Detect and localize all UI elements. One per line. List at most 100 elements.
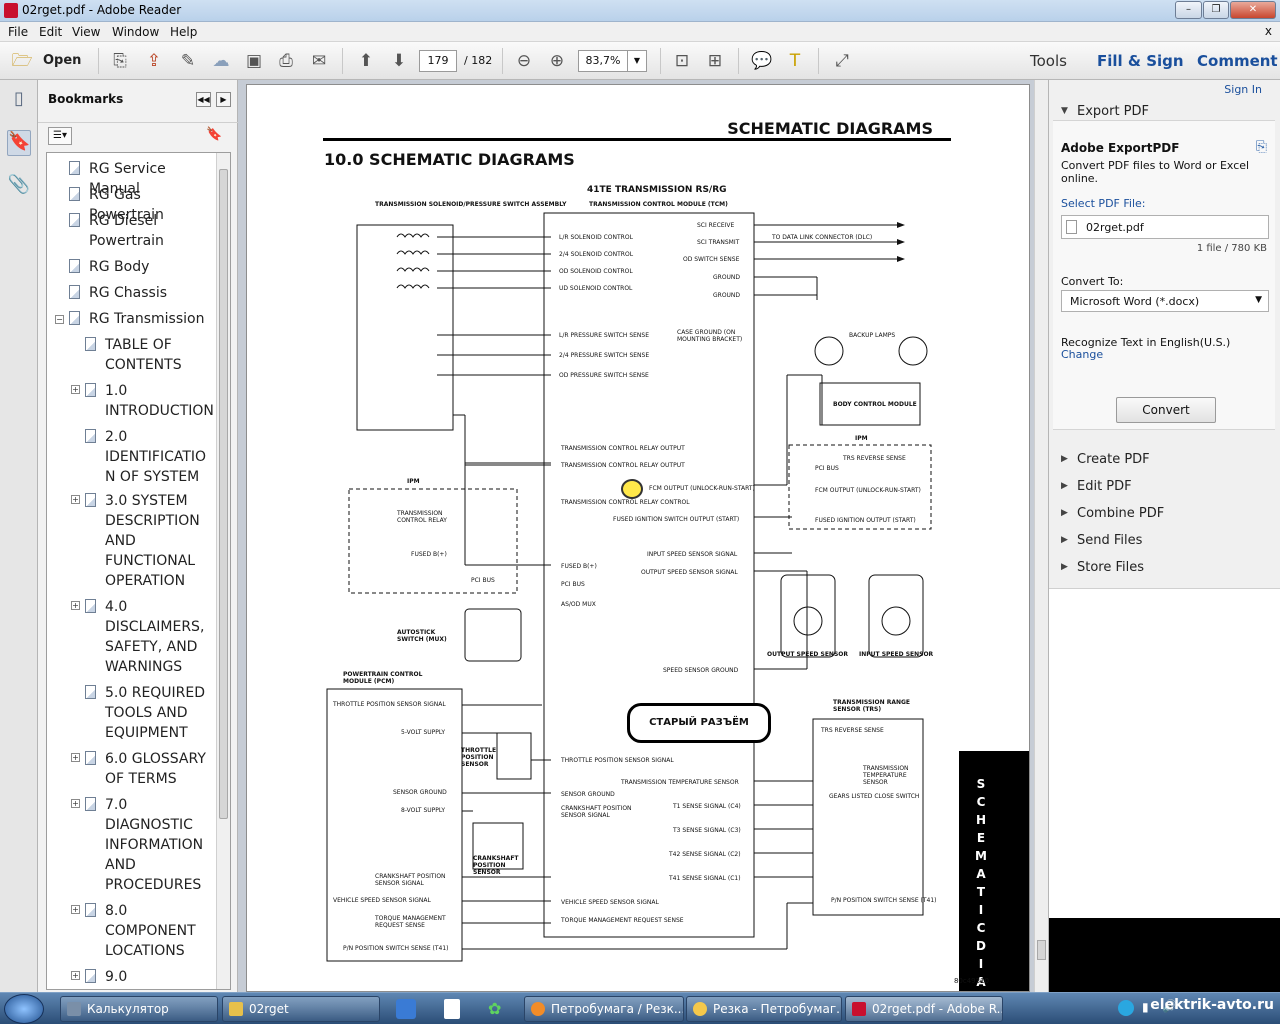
tools-pane-button[interactable]: Tools	[1030, 52, 1067, 70]
menu-window[interactable]: Window	[112, 25, 160, 39]
open-folder-icon[interactable]: 🗁	[11, 51, 33, 71]
convert-button[interactable]: Convert	[1116, 397, 1216, 423]
page-thumbnails-icon[interactable]: ▯	[14, 88, 24, 109]
taskbar-item-browser-1[interactable]: Петробумага / Резк...	[524, 996, 684, 1022]
schematic-label: 2/4 SOLENOID CONTROL	[559, 251, 634, 258]
bookmarks-scroll-thumb[interactable]	[219, 169, 228, 819]
sign-in-link[interactable]: Sign In	[1224, 83, 1262, 96]
schematic-label: TO DATA LINK CONNECTOR (DLC)	[772, 234, 873, 241]
expand-node-icon[interactable]: +	[71, 799, 80, 808]
close-button[interactable]: ✕	[1230, 1, 1276, 19]
expand-bookmark-icon[interactable]: 🔖	[206, 127, 223, 142]
bookmark-item[interactable]: 2.0 IDENTIFICATIO N OF SYSTEM	[105, 429, 207, 485]
menu-edit[interactable]: Edit	[39, 25, 63, 39]
bookmark-item[interactable]: 1.0 INTRODUCTION	[105, 383, 214, 419]
bookmark-item[interactable]: RG Chassis	[89, 285, 168, 301]
open-button[interactable]: Open	[43, 53, 82, 68]
cloud-upload-icon[interactable]: ☁	[212, 51, 230, 71]
create-pdf-icon[interactable]: ⎘	[113, 51, 127, 71]
export-pdf-icon[interactable]: ⇪	[146, 51, 162, 71]
save-icon[interactable]: ▣	[245, 51, 263, 71]
bookmark-item[interactable]: RG Body	[89, 259, 150, 275]
expand-arrow-icon: ▶	[1061, 454, 1068, 464]
zoom-input[interactable]: 83,7%	[578, 50, 628, 72]
bookmark-item[interactable]: 6.0 GLOSSARY OF TERMS	[105, 751, 206, 787]
fill-sign-pane-button[interactable]: Fill & Sign	[1097, 52, 1184, 70]
expand-arrow-icon: ▶	[1061, 562, 1068, 572]
document-scrollbar[interactable]	[1034, 80, 1048, 992]
close-doc-icon[interactable]: x	[1264, 24, 1272, 38]
bookmark-item[interactable]: 7.0 DIAGNOSTIC INFORMATION AND PROCEDURE…	[105, 797, 204, 893]
expand-node-icon[interactable]: +	[71, 601, 80, 610]
bookmark-item[interactable]: RG Transmission	[89, 311, 205, 327]
expand-node-icon[interactable]: +	[71, 385, 80, 394]
taskbar-item-calculator[interactable]: Калькулятор	[60, 996, 218, 1022]
bookmark-item[interactable]: RG Gas Powertrain	[89, 187, 164, 223]
info-icon[interactable]: ⎘	[1255, 139, 1267, 155]
change-language-link[interactable]: Change	[1061, 348, 1104, 361]
schematic-label: FUSED IGNITION SWITCH OUTPUT (START)	[613, 516, 740, 523]
start-button[interactable]	[4, 994, 44, 1024]
fit-width-icon[interactable]: ⊞	[707, 51, 723, 71]
tray-ie-icon[interactable]	[1118, 1000, 1134, 1016]
format-value: Microsoft Word (*.docx)	[1070, 295, 1200, 308]
highlight-text-icon[interactable]: T	[789, 51, 801, 71]
bookmark-item[interactable]: RG Service Manual	[89, 161, 166, 197]
taskbar-item-browser-2[interactable]: Резка - Петробумаг...	[686, 996, 842, 1022]
bookmark-item[interactable]: 5.0 REQUIRED TOOLS AND EQUIPMENT	[105, 685, 206, 741]
maximize-button[interactable]: ❐	[1203, 1, 1229, 19]
tray-network-icon[interactable]: ▮	[1142, 1000, 1149, 1014]
selected-file-box[interactable]: 02rget.pdf	[1061, 215, 1269, 239]
schematic-label: FUSED B(+)	[561, 563, 597, 570]
expand-arrow-icon: ▶	[1061, 481, 1068, 491]
bookmark-page-icon	[85, 493, 96, 507]
zoom-in-icon[interactable]: ⊕	[549, 51, 565, 71]
tray-volume-icon[interactable]: 🔊	[1162, 999, 1177, 1013]
menu-view[interactable]: View	[72, 25, 101, 39]
select-pdf-label: Select PDF File:	[1061, 197, 1146, 210]
attachments-icon[interactable]: 📎	[7, 174, 31, 195]
sticky-note-icon[interactable]: 💬	[751, 51, 773, 71]
bookmark-item[interactable]: 3.0 SYSTEM DESCRIPTION AND FUNCTIONAL OP…	[105, 493, 200, 589]
comment-note-icon[interactable]	[621, 479, 643, 499]
page-number-input[interactable]: 179	[419, 50, 457, 72]
zoom-out-icon[interactable]: ⊖	[516, 51, 532, 71]
print-icon[interactable]: ⎙	[279, 51, 293, 71]
fit-page-icon[interactable]: ⊡	[674, 51, 690, 71]
expand-node-icon[interactable]: +	[71, 971, 80, 980]
collapse-panel-icon[interactable]: ◀◀	[196, 92, 211, 107]
quicklaunch-leaf-icon[interactable]: ✿	[488, 999, 502, 1018]
bookmark-item[interactable]: 8.0 COMPONENT LOCATIONS	[105, 903, 196, 959]
bookmark-page-icon	[85, 599, 96, 613]
bookmark-item[interactable]: 4.0 DISCLAIMERS, SAFETY, AND WARNINGS	[105, 599, 205, 675]
comment-pane-button[interactable]: Comment	[1197, 52, 1278, 70]
minimize-button[interactable]: –	[1175, 1, 1202, 19]
collapse-node-icon[interactable]: −	[55, 315, 64, 324]
quicklaunch-k-icon[interactable]	[396, 999, 416, 1019]
menu-file[interactable]: File	[8, 25, 29, 39]
browser-icon	[531, 1002, 545, 1016]
bookmark-item[interactable]: RG Diesel Powertrain	[89, 213, 164, 249]
taskbar-item-adobe-reader[interactable]: 02rget.pdf - Adobe R...	[845, 996, 1003, 1022]
full-screen-icon[interactable]: ⤢	[835, 51, 849, 71]
bookmark-page-icon	[85, 969, 96, 983]
email-icon[interactable]: ✉	[311, 51, 327, 71]
previous-page-icon[interactable]: ⬆	[358, 51, 374, 71]
edit-pdf-icon[interactable]: ✎	[180, 51, 196, 71]
menu-help[interactable]: Help	[170, 25, 198, 39]
format-select[interactable]: Microsoft Word (*.docx) ▼	[1061, 290, 1269, 312]
bookmark-item[interactable]: 9.0	[105, 969, 128, 985]
taskbar-item-folder[interactable]: 02rget	[222, 996, 380, 1022]
document-scroll-thumb[interactable]	[1037, 940, 1046, 960]
next-page-icon[interactable]: ⬇	[391, 51, 407, 71]
expand-panel-icon[interactable]: ▶	[216, 92, 231, 107]
expand-node-icon[interactable]: +	[71, 495, 80, 504]
bookmarks-scrollbar[interactable]	[216, 153, 230, 989]
quicklaunch-document-icon[interactable]	[444, 999, 460, 1019]
expand-node-icon[interactable]: +	[71, 753, 80, 762]
options-menu-icon[interactable]: ☰▾	[48, 127, 72, 145]
zoom-dropdown-icon[interactable]: ▼	[627, 50, 647, 72]
expand-node-icon[interactable]: +	[71, 905, 80, 914]
bookmarks-icon[interactable]: 🔖	[7, 130, 31, 156]
bookmark-item[interactable]: TABLE OF CONTENTS	[105, 337, 182, 373]
